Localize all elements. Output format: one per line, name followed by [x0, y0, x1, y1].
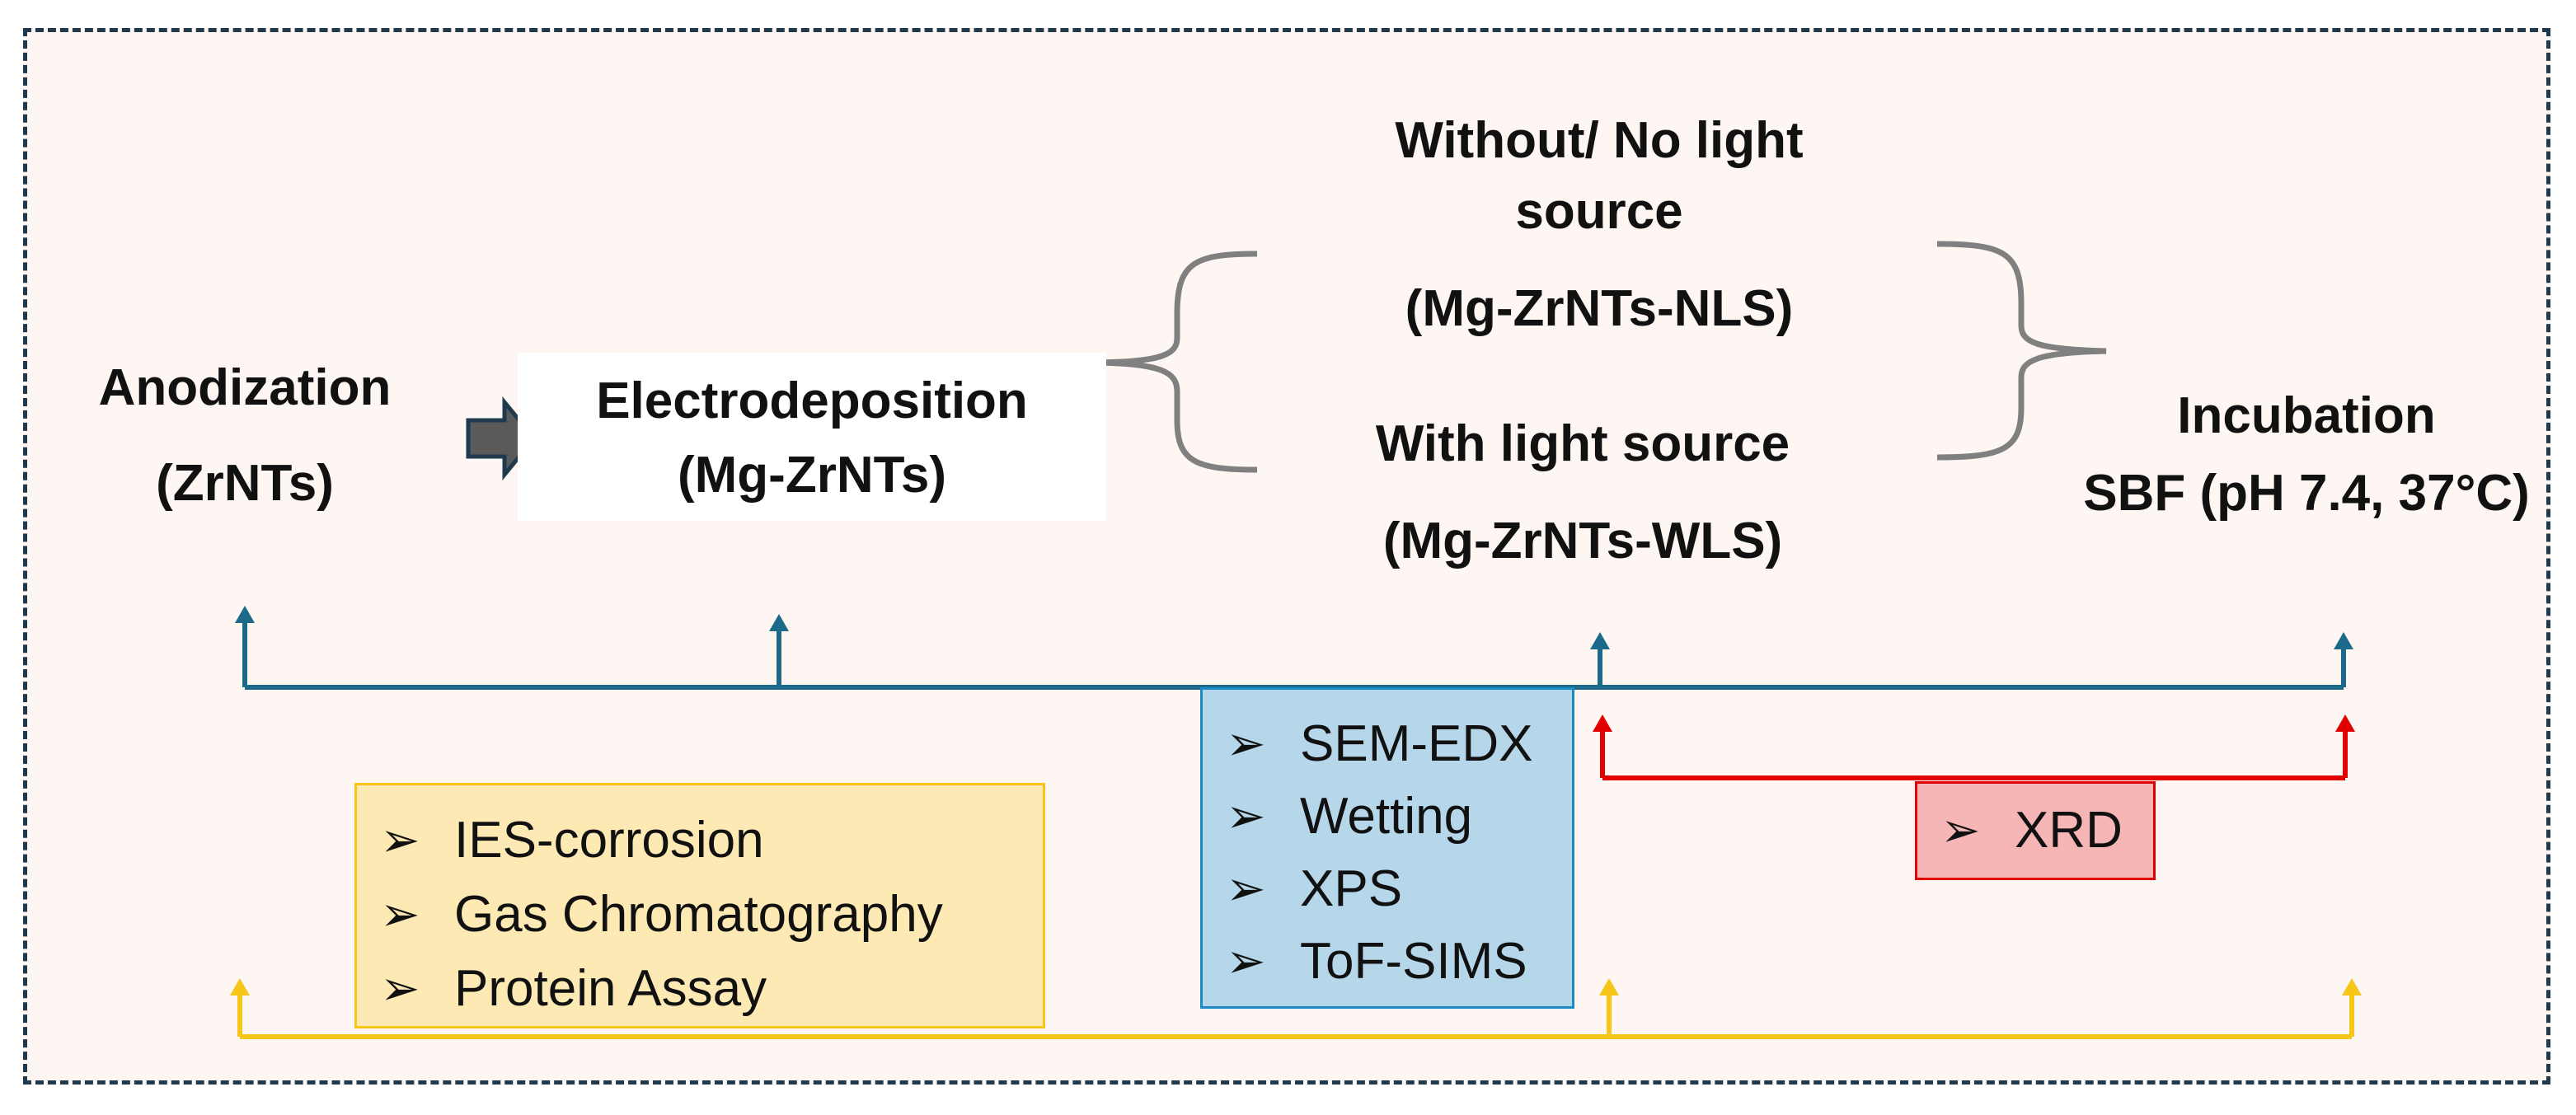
blue-arrowhead-icon	[235, 606, 255, 623]
method-item: ➢ SEM-EDX	[1226, 715, 1533, 772]
anodization-sub: (ZrNTs)	[156, 455, 334, 512]
electrodeposition-box	[518, 353, 1106, 521]
method-item: ➢ Gas Chromatography	[380, 886, 943, 943]
electrodeposition-sub: (Mg-ZrNTs)	[678, 447, 946, 504]
anodization-title: Anodization	[98, 359, 392, 416]
blue-methods-list: ➢ SEM-EDX ➢ Wetting ➢ XPS ➢ ToF-SIMS	[1226, 708, 1572, 998]
method-item: ➢ XPS	[1226, 860, 1403, 917]
arrow-bullet-icon: ➢	[380, 813, 420, 867]
yellow-arrowhead-icon	[230, 978, 250, 996]
right-brace-icon	[1936, 241, 2107, 461]
yellow-methods-box: ➢ IES-corrosion ➢ Gas Chromatography ➢ P…	[354, 783, 1045, 1028]
nls-sub: (Mg-ZrNTs-NLS)	[1405, 280, 1794, 337]
arrow-bullet-icon: ➢	[1226, 789, 1266, 843]
blue-arrowhead-icon	[2334, 632, 2353, 649]
incubation-sub: SBF (pH 7.4, 37°C)	[2083, 465, 2530, 522]
yellow-methods-list: ➢ IES-corrosion ➢ Gas Chromatography ➢ P…	[380, 803, 1043, 1026]
red-arrowhead-icon	[2335, 714, 2355, 732]
method-item: ➢ IES-corrosion	[380, 812, 764, 869]
arrow-bullet-icon: ➢	[1226, 935, 1266, 988]
arrow-bullet-icon: ➢	[380, 888, 420, 941]
blue-arrowhead-icon	[1590, 632, 1610, 649]
wls-sub: (Mg-ZrNTs-WLS)	[1382, 513, 1783, 569]
red-methods-list: ➢ XRD	[1940, 805, 2123, 856]
method-item: ➢ ToF-SIMS	[1226, 933, 1527, 990]
red-methods-box: ➢ XRD	[1915, 781, 2156, 880]
yellow-arrowhead-icon	[2342, 978, 2362, 996]
arrow-bullet-icon: ➢	[380, 962, 420, 1015]
blue-methods-box: ➢ SEM-EDX ➢ Wetting ➢ XPS ➢ ToF-SIMS	[1200, 687, 1574, 1009]
yellow-timeline	[230, 978, 2362, 1039]
red-arrowhead-icon	[1593, 714, 1612, 732]
method-item: ➢ Wetting	[1226, 788, 1473, 845]
incubation-title: Incubation	[2177, 387, 2436, 444]
arrow-bullet-icon: ➢	[1226, 717, 1266, 771]
blue-arrowhead-icon	[769, 614, 789, 631]
red-timeline	[1593, 714, 2355, 780]
left-brace-icon	[1087, 251, 1258, 473]
blue-timeline	[235, 606, 2353, 690]
arrow-bullet-icon: ➢	[1226, 862, 1266, 916]
wls-line1: With light source	[1375, 415, 1790, 472]
nls-line2: source	[1515, 183, 1683, 240]
arrow-bullet-icon: ➢	[1940, 803, 1981, 857]
electrodeposition-title: Electrodeposition	[596, 372, 1028, 429]
method-item: ➢ Protein Assay	[380, 960, 767, 1017]
method-item: ➢ XRD	[1940, 802, 2123, 859]
nls-line1: Without/ No light	[1395, 112, 1804, 169]
yellow-arrowhead-icon	[1599, 978, 1619, 996]
